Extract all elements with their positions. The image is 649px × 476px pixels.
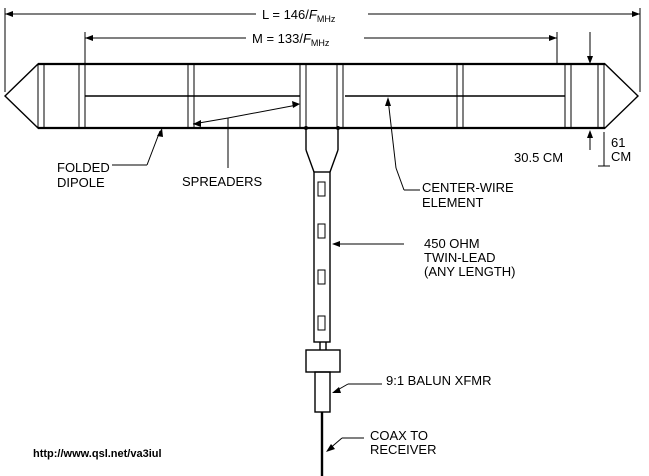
- coax-label-2: RECEIVER: [370, 442, 436, 457]
- source-url: http://www.qsl.net/va3iul: [33, 448, 162, 460]
- feed-point: [304, 126, 340, 173]
- spreader: [336, 64, 344, 128]
- center-wire-label-2: ELEMENT: [422, 195, 483, 210]
- callout-spreaders: SPREADERS: [182, 101, 300, 189]
- balun-label: 9:1 BALUN XFMR: [386, 373, 491, 388]
- coax-label: COAX TO: [370, 428, 428, 443]
- spreaders-label: SPREADERS: [182, 174, 263, 189]
- spreader: [456, 64, 464, 128]
- dimension-vertical: 30.5 CM 61 CM: [514, 32, 631, 167]
- dimension-short-label: 30.5 CM: [514, 150, 563, 165]
- dimension-m-label: M = 133/FMHz: [252, 31, 330, 48]
- dimension-tall-unit: CM: [611, 149, 631, 164]
- folded-dipole-label-2: DIPOLE: [57, 175, 105, 190]
- dimension-tall-label: 61: [611, 135, 625, 150]
- balun: [305, 342, 341, 413]
- twin-lead-label-2: TWIN-LEAD: [424, 250, 496, 265]
- callout-center-wire: CENTER-WIRE ELEMENT: [385, 97, 514, 210]
- spreader: [78, 64, 86, 128]
- spreader: [37, 64, 45, 128]
- dimension-l: L = 146/FMHz: [4, 5, 641, 92]
- center-wire-label: CENTER-WIRE: [422, 180, 514, 195]
- spreader: [564, 64, 572, 128]
- twin-lead-label: 450 OHM: [424, 236, 480, 251]
- spreader: [299, 64, 307, 128]
- callout-balun: 9:1 BALUN XFMR: [332, 373, 491, 393]
- folded-dipole-label: FOLDED: [57, 160, 110, 175]
- twin-lead: [313, 171, 331, 343]
- spreader: [597, 64, 605, 128]
- antenna-body: [3, 62, 640, 130]
- callout-folded-dipole: FOLDED DIPOLE: [57, 128, 163, 190]
- spreader: [187, 64, 195, 128]
- dimension-m: M = 133/FMHz: [84, 29, 558, 64]
- spreaders: [37, 64, 605, 128]
- dimension-l-label: L = 146/FMHz: [262, 7, 336, 24]
- callout-coax: COAX TO RECEIVER: [326, 428, 436, 457]
- callout-twin-lead: 450 OHM TWIN-LEAD (ANY LENGTH): [332, 236, 516, 279]
- twin-lead-label-3: (ANY LENGTH): [424, 264, 516, 279]
